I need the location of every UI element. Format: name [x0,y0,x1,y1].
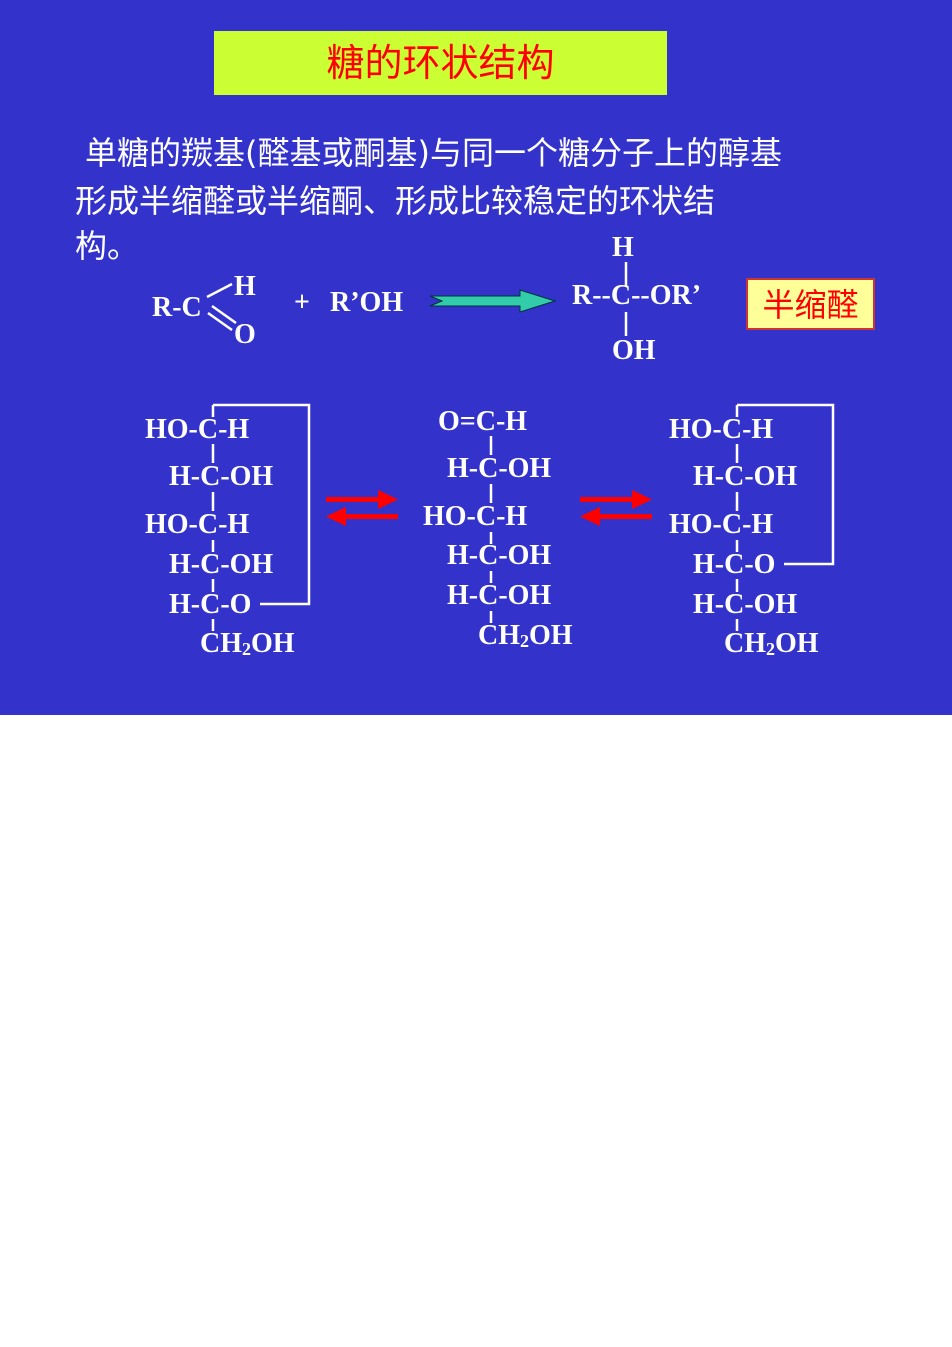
paragraph-line-3: 构。 [75,227,140,265]
product-formula: R--C--OR’ [572,280,702,311]
aldehyde-h: H [234,271,256,302]
left-row-2: H-C-OH [169,461,274,492]
left-row-5: H-C-O [169,589,252,620]
equilibrium-arrows-left-icon [326,490,398,526]
middle-row-1: O=C-H [438,406,528,437]
reaction-arrow-icon [429,289,557,313]
slide: 糖的环状结构 单糖的羰基(醛基或酮基)与同一个糖分子上的醇基 形成半缩醛或半缩酮… [0,0,952,715]
right-row-3: HO-C-H [669,509,774,540]
right-row-2: H-C-OH [693,461,798,492]
plus-sign: + [294,287,310,318]
hemiacetal-label: 半缩醛 [762,286,859,324]
alcohol-formula: R’OH [330,287,404,318]
bond-lines [206,262,835,631]
middle-row-5: H-C-OH [447,580,552,611]
aldehyde-rc: R-C [152,292,202,323]
aldehyde-o-bond-2 [211,304,237,325]
middle-row-6: CH2OH [478,620,573,651]
right-row-1: HO-C-H [669,414,774,445]
left-ring-bond [213,403,311,606]
title-box: 糖的环状结构 [214,31,667,95]
product-top-h: H [612,232,634,263]
middle-row-2: H-C-OH [447,453,552,484]
aldehyde-o-bond-1 [207,311,233,332]
right-ring-bond [737,403,835,566]
middle-row-3: HO-C-H [423,501,528,532]
product-bottom-oh: OH [612,335,656,366]
hemiacetal-label-box: 半缩醛 [746,278,875,330]
left-row-4: H-C-OH [169,549,274,580]
left-row-3: HO-C-H [145,509,250,540]
aldehyde-o: O [234,319,256,350]
paragraph-line-1: 单糖的羰基(醛基或酮基)与同一个糖分子上的醇基 [85,134,782,172]
slide-title: 糖的环状结构 [326,41,555,85]
right-row-6: CH2OH [724,628,819,659]
left-row-6: CH2OH [200,628,295,659]
middle-row-4: H-C-OH [447,540,552,571]
aldehyde-h-bond [206,282,233,299]
paragraph-line-2: 形成半缩醛或半缩酮、形成比较稳定的环状结 [75,182,716,220]
left-row-1: HO-C-H [145,414,250,445]
right-row-5: H-C-OH [693,589,798,620]
right-row-4: H-C-O [693,549,776,580]
equilibrium-arrows-right-icon [580,490,652,526]
